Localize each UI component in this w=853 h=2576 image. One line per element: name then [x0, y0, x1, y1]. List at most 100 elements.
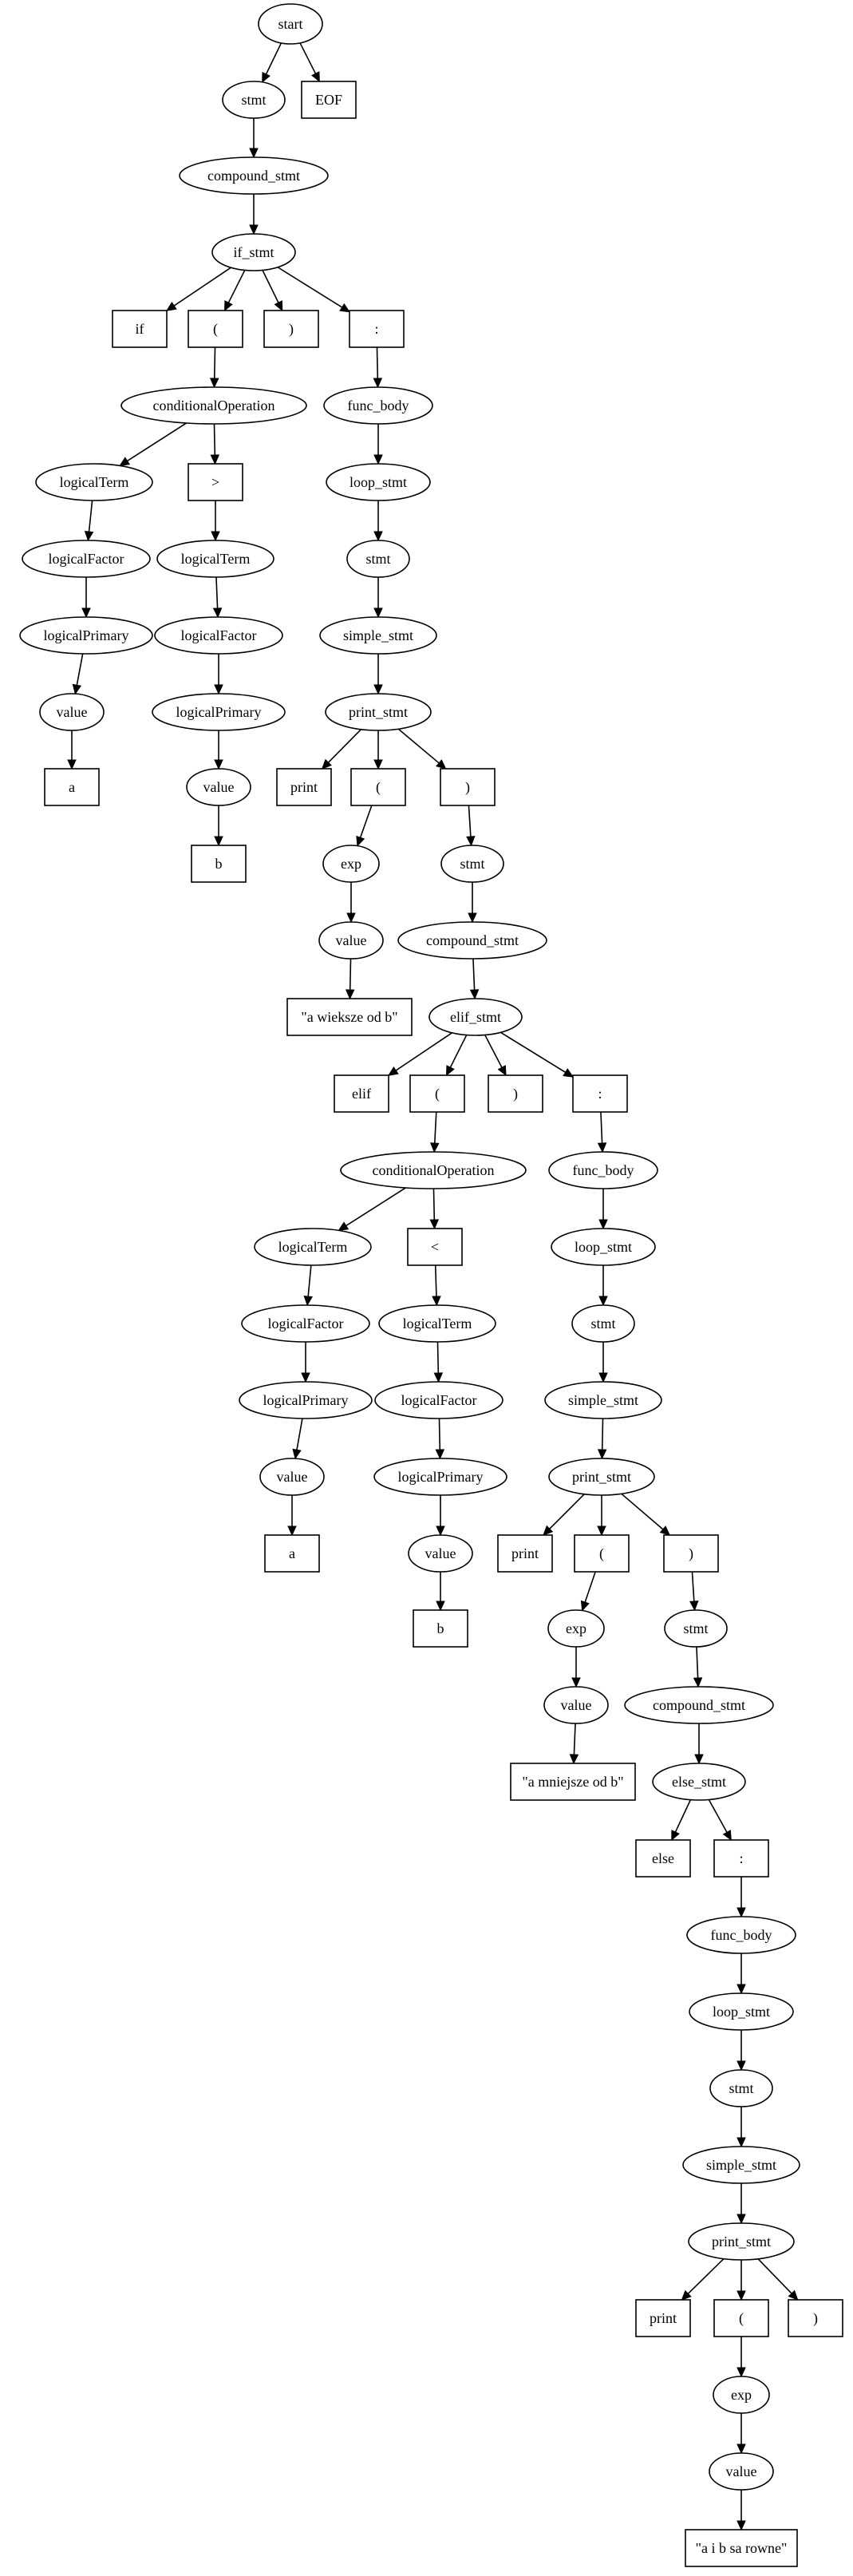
edge-n47-to-n48 — [435, 1418, 445, 1460]
arrowhead — [689, 1601, 699, 1612]
edge-line — [227, 270, 246, 303]
tree-node-n41: < — [407, 1228, 463, 1266]
node-ellipse — [186, 768, 251, 806]
node-ellipse — [397, 921, 547, 960]
node-label: ) — [465, 779, 470, 796]
tree-node-n8: : — [349, 310, 405, 348]
edge-line — [438, 1418, 441, 1450]
tree-node-n69: stmt — [709, 2069, 773, 2107]
node-label: ( — [739, 2310, 744, 2327]
node-label: if_stmt — [233, 244, 274, 260]
arrowhead — [598, 1372, 608, 1383]
arrowhead — [737, 2443, 746, 2455]
node-ellipse — [440, 845, 504, 883]
edge-n9-to-n10 — [119, 422, 188, 467]
node-ellipse — [624, 1686, 774, 1724]
tree-node-n22: loop_stmt — [326, 463, 431, 501]
arrowhead — [597, 1525, 606, 1537]
node-label: elif — [352, 1086, 371, 1102]
arrowhead — [598, 1296, 608, 1307]
arrowhead — [580, 1600, 590, 1612]
arrowhead — [598, 1219, 608, 1230]
edge-line — [262, 270, 279, 303]
arrowhead — [569, 1754, 579, 1765]
tree-node-n77: "a i b sa rowne" — [685, 2529, 798, 2567]
edge-line — [621, 1493, 664, 1530]
edge-n57-to-n59 — [580, 1571, 596, 1612]
node-ellipse — [19, 616, 153, 655]
node-ellipse — [179, 156, 329, 195]
node-ellipse — [551, 1228, 656, 1266]
node-box — [788, 2299, 843, 2337]
node-label: print_stmt — [712, 2234, 771, 2250]
node-ellipse — [322, 845, 380, 883]
arrowhead — [429, 1219, 440, 1230]
arrowhead — [84, 530, 94, 542]
arrowhead — [209, 378, 219, 389]
arrowhead — [430, 1142, 440, 1153]
arrowhead — [737, 2367, 746, 2378]
node-label: b — [437, 1620, 444, 1636]
tree-node-n3: compound_stmt — [179, 156, 329, 195]
node-box — [409, 1074, 465, 1113]
edge-line — [346, 1187, 406, 1227]
node-label: compound_stmt — [207, 168, 300, 184]
edge-line — [601, 1418, 604, 1450]
node-ellipse — [318, 921, 384, 960]
edge-n59-to-n60 — [571, 1647, 581, 1688]
edge-n27-to-n29 — [356, 805, 373, 847]
arrowhead — [659, 1525, 671, 1536]
arrowhead — [788, 2289, 799, 2301]
tree-node-n27: ( — [350, 768, 406, 806]
node-ellipse — [22, 540, 151, 578]
edge-n44-to-n45 — [287, 1495, 297, 1537]
node-label: value — [726, 2463, 757, 2479]
arrowhead — [436, 759, 447, 770]
edges-layer — [67, 42, 799, 2531]
arrowhead — [292, 1448, 302, 1460]
node-label: stmt — [683, 1620, 708, 1636]
edge-n66-to-n67 — [737, 1877, 746, 1918]
arrowhead — [387, 1066, 399, 1076]
edge-n10-to-n12 — [84, 500, 94, 542]
edge-n32-to-n33 — [468, 882, 477, 924]
node-ellipse — [152, 693, 286, 731]
node-label: value — [57, 704, 88, 720]
arrowhead — [373, 378, 383, 389]
tree-node-n72: print — [635, 2299, 691, 2337]
edge-n75-to-n76 — [737, 2413, 746, 2455]
arrowhead — [671, 1830, 680, 1842]
arrowhead — [722, 1830, 732, 1842]
node-box — [497, 1534, 553, 1573]
node-label: if — [136, 321, 144, 337]
node-label: stmt — [729, 2080, 753, 2096]
node-label: stmt — [590, 1316, 615, 1332]
node-label: value — [277, 1469, 308, 1485]
node-box — [44, 768, 100, 806]
node-ellipse — [373, 1458, 507, 1496]
arrowhead — [737, 2214, 746, 2225]
edge-n4-to-n8 — [277, 267, 351, 313]
node-label: : — [739, 1850, 743, 1866]
tree-node-n71: print_stmt — [688, 2222, 795, 2261]
edge-n60-to-n61 — [569, 1723, 579, 1765]
node-label: elif_stmt — [450, 1009, 501, 1025]
edge-n0-to-n1 — [262, 42, 282, 83]
node-label: loop_stmt — [349, 474, 407, 490]
node-label: ( — [435, 1086, 440, 1102]
arrowhead — [373, 531, 383, 542]
edge-n39-to-n40 — [338, 1187, 406, 1232]
edge-line — [691, 1571, 695, 1602]
edge-n3-to-n4 — [249, 194, 259, 235]
edge-n4-to-n6 — [223, 270, 246, 312]
edge-n52-to-n53 — [598, 1265, 608, 1307]
edge-line — [584, 1571, 596, 1603]
arrowhead — [432, 1296, 441, 1307]
arrowhead — [681, 2289, 692, 2301]
node-ellipse — [156, 540, 274, 578]
node-ellipse — [346, 540, 410, 578]
node-box — [635, 2299, 691, 2337]
arrowhead — [81, 607, 91, 619]
tree-node-n19: value — [186, 768, 251, 806]
